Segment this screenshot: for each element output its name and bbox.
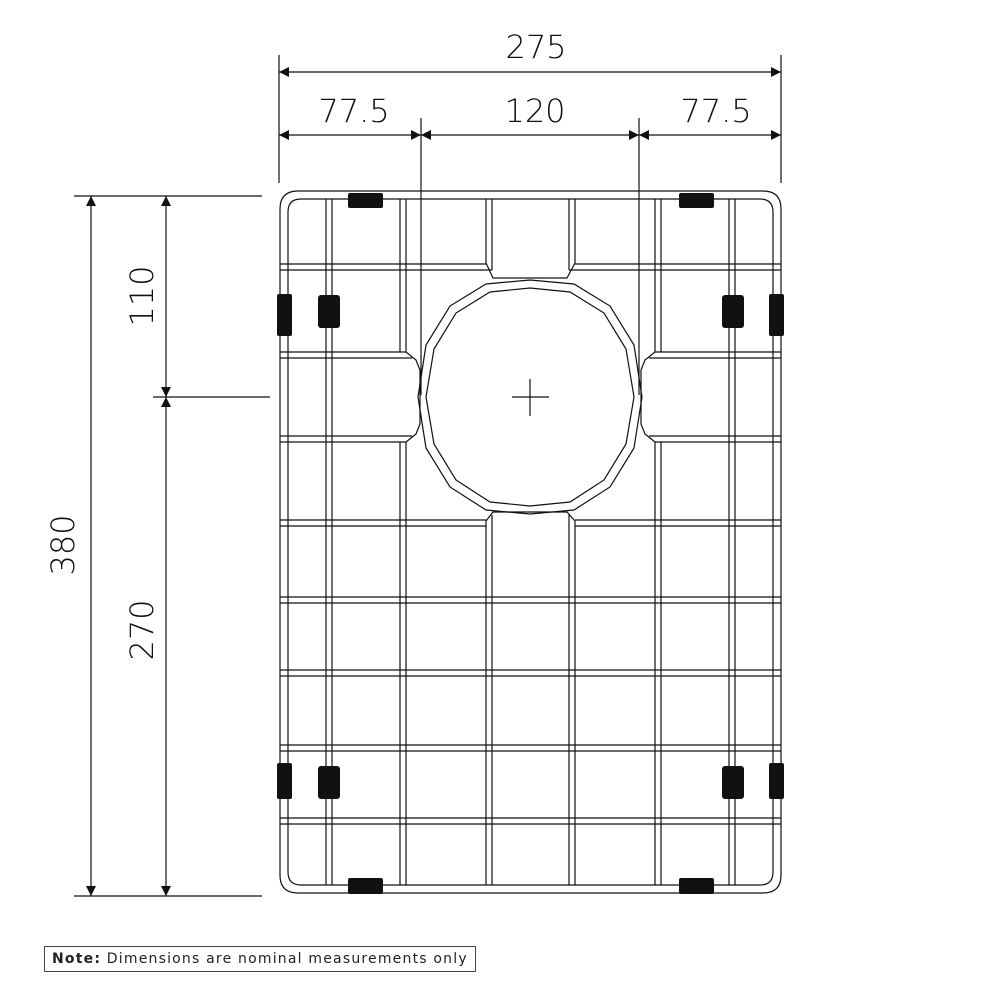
note-text: Dimensions are nominal measurements only (106, 951, 468, 967)
bumper-bottom-right (679, 878, 714, 894)
grid-frame-inner (287, 198, 774, 886)
label-120: 120 (504, 92, 565, 130)
foot-left-lower (318, 766, 340, 799)
label-275: 275 (505, 28, 566, 66)
label-77-5-right: 77.5 (680, 92, 751, 130)
label-77-5-left: 77.5 (318, 92, 389, 130)
drain-ring-inner (425, 287, 635, 507)
note-label: Note: (52, 951, 102, 967)
horizontal-dimensions (278, 55, 782, 395)
drain-loop-right (640, 351, 656, 443)
note-box: Note: Dimensions are nominal measurement… (44, 946, 476, 972)
grid-frame-outer (279, 190, 782, 894)
bumper-bottom-left (348, 878, 383, 894)
bumper-side-left-upper (277, 294, 292, 336)
sink-grid (279, 190, 782, 894)
vertical-wires (325, 199, 736, 885)
drain-loop-bottom (485, 511, 576, 522)
label-270: 270 (123, 599, 161, 660)
bumper-top-right (679, 193, 714, 208)
foot-right-lower (722, 766, 744, 799)
foot-left-upper (318, 295, 340, 328)
bumper-side-right-upper (769, 294, 784, 336)
label-110: 110 (123, 265, 161, 326)
drain-ring-outer (417, 279, 643, 515)
vertical-dimensions (74, 195, 270, 897)
horizontal-wires (280, 263, 781, 825)
drain-loop-left (405, 351, 421, 443)
bumper-side-right-lower (769, 763, 784, 799)
bumper-top-left (348, 193, 383, 208)
drain-loop-top (485, 262, 576, 279)
label-380: 380 (44, 514, 82, 575)
foot-right-upper (722, 295, 744, 328)
bumper-side-left-lower (277, 763, 292, 799)
rubber-feet (277, 193, 784, 894)
